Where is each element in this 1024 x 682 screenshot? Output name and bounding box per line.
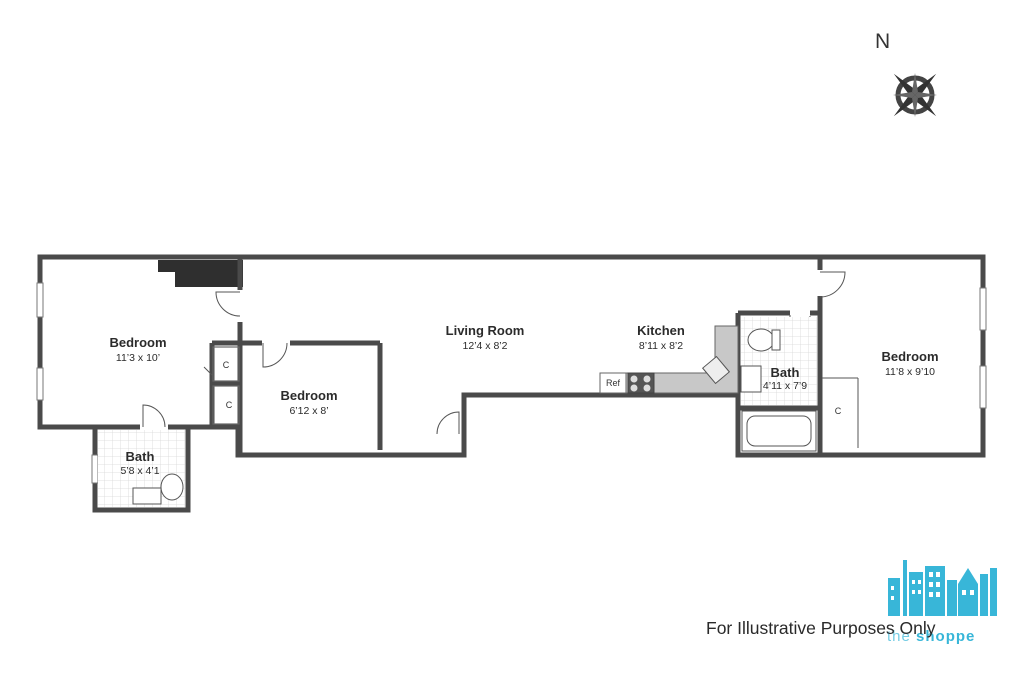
room-dims-bath-right: 4’11 x 7’9 <box>763 380 807 392</box>
room-name-bedroom-right: Bedroom <box>881 349 938 364</box>
room-dims-living: 12’4 x 8’2 <box>463 340 508 352</box>
logo-wordmark: the shoppe <box>887 628 975 645</box>
closet-label: C <box>226 400 233 410</box>
room-name-living: Living Room <box>446 323 525 338</box>
compass-rose-icon <box>893 73 937 117</box>
city-skyline-logo-icon <box>888 560 997 616</box>
room-name-bath-left: Bath <box>126 449 155 464</box>
room-dims-bedroom-left: 11’3 x 10’ <box>116 352 160 364</box>
windows <box>36 282 987 484</box>
logo-word-the: the <box>887 628 911 645</box>
room-name-bedroom-left: Bedroom <box>109 335 166 350</box>
bath-fixtures-left <box>98 430 185 507</box>
logo-word-shoppe: shoppe <box>916 628 976 645</box>
compass-north-label: N <box>875 30 891 53</box>
room-dims-bedroom-mid: 6’12 x 8’ <box>289 405 328 417</box>
room-dims-kitchen: 8’11 x 8’2 <box>639 340 683 352</box>
closets <box>212 346 240 425</box>
disclaimer-text: For Illustrative Purposes Only <box>706 618 936 638</box>
room-name-bedroom-mid: Bedroom <box>280 388 337 403</box>
chimney-block <box>158 260 243 287</box>
closet-label: C <box>835 406 842 416</box>
room-dims-bedroom-right: 11’8 x 9’10 <box>885 366 935 378</box>
room-name-bath-right: Bath <box>771 365 800 380</box>
closet-label: C <box>223 360 230 370</box>
bath-fixtures-right <box>740 317 817 452</box>
fridge-label: Ref <box>606 378 621 388</box>
room-name-kitchen: Kitchen <box>637 323 685 338</box>
kitchen-counter <box>599 325 739 394</box>
room-dims-bath-left: 5’8 x 4’1 <box>120 465 159 477</box>
